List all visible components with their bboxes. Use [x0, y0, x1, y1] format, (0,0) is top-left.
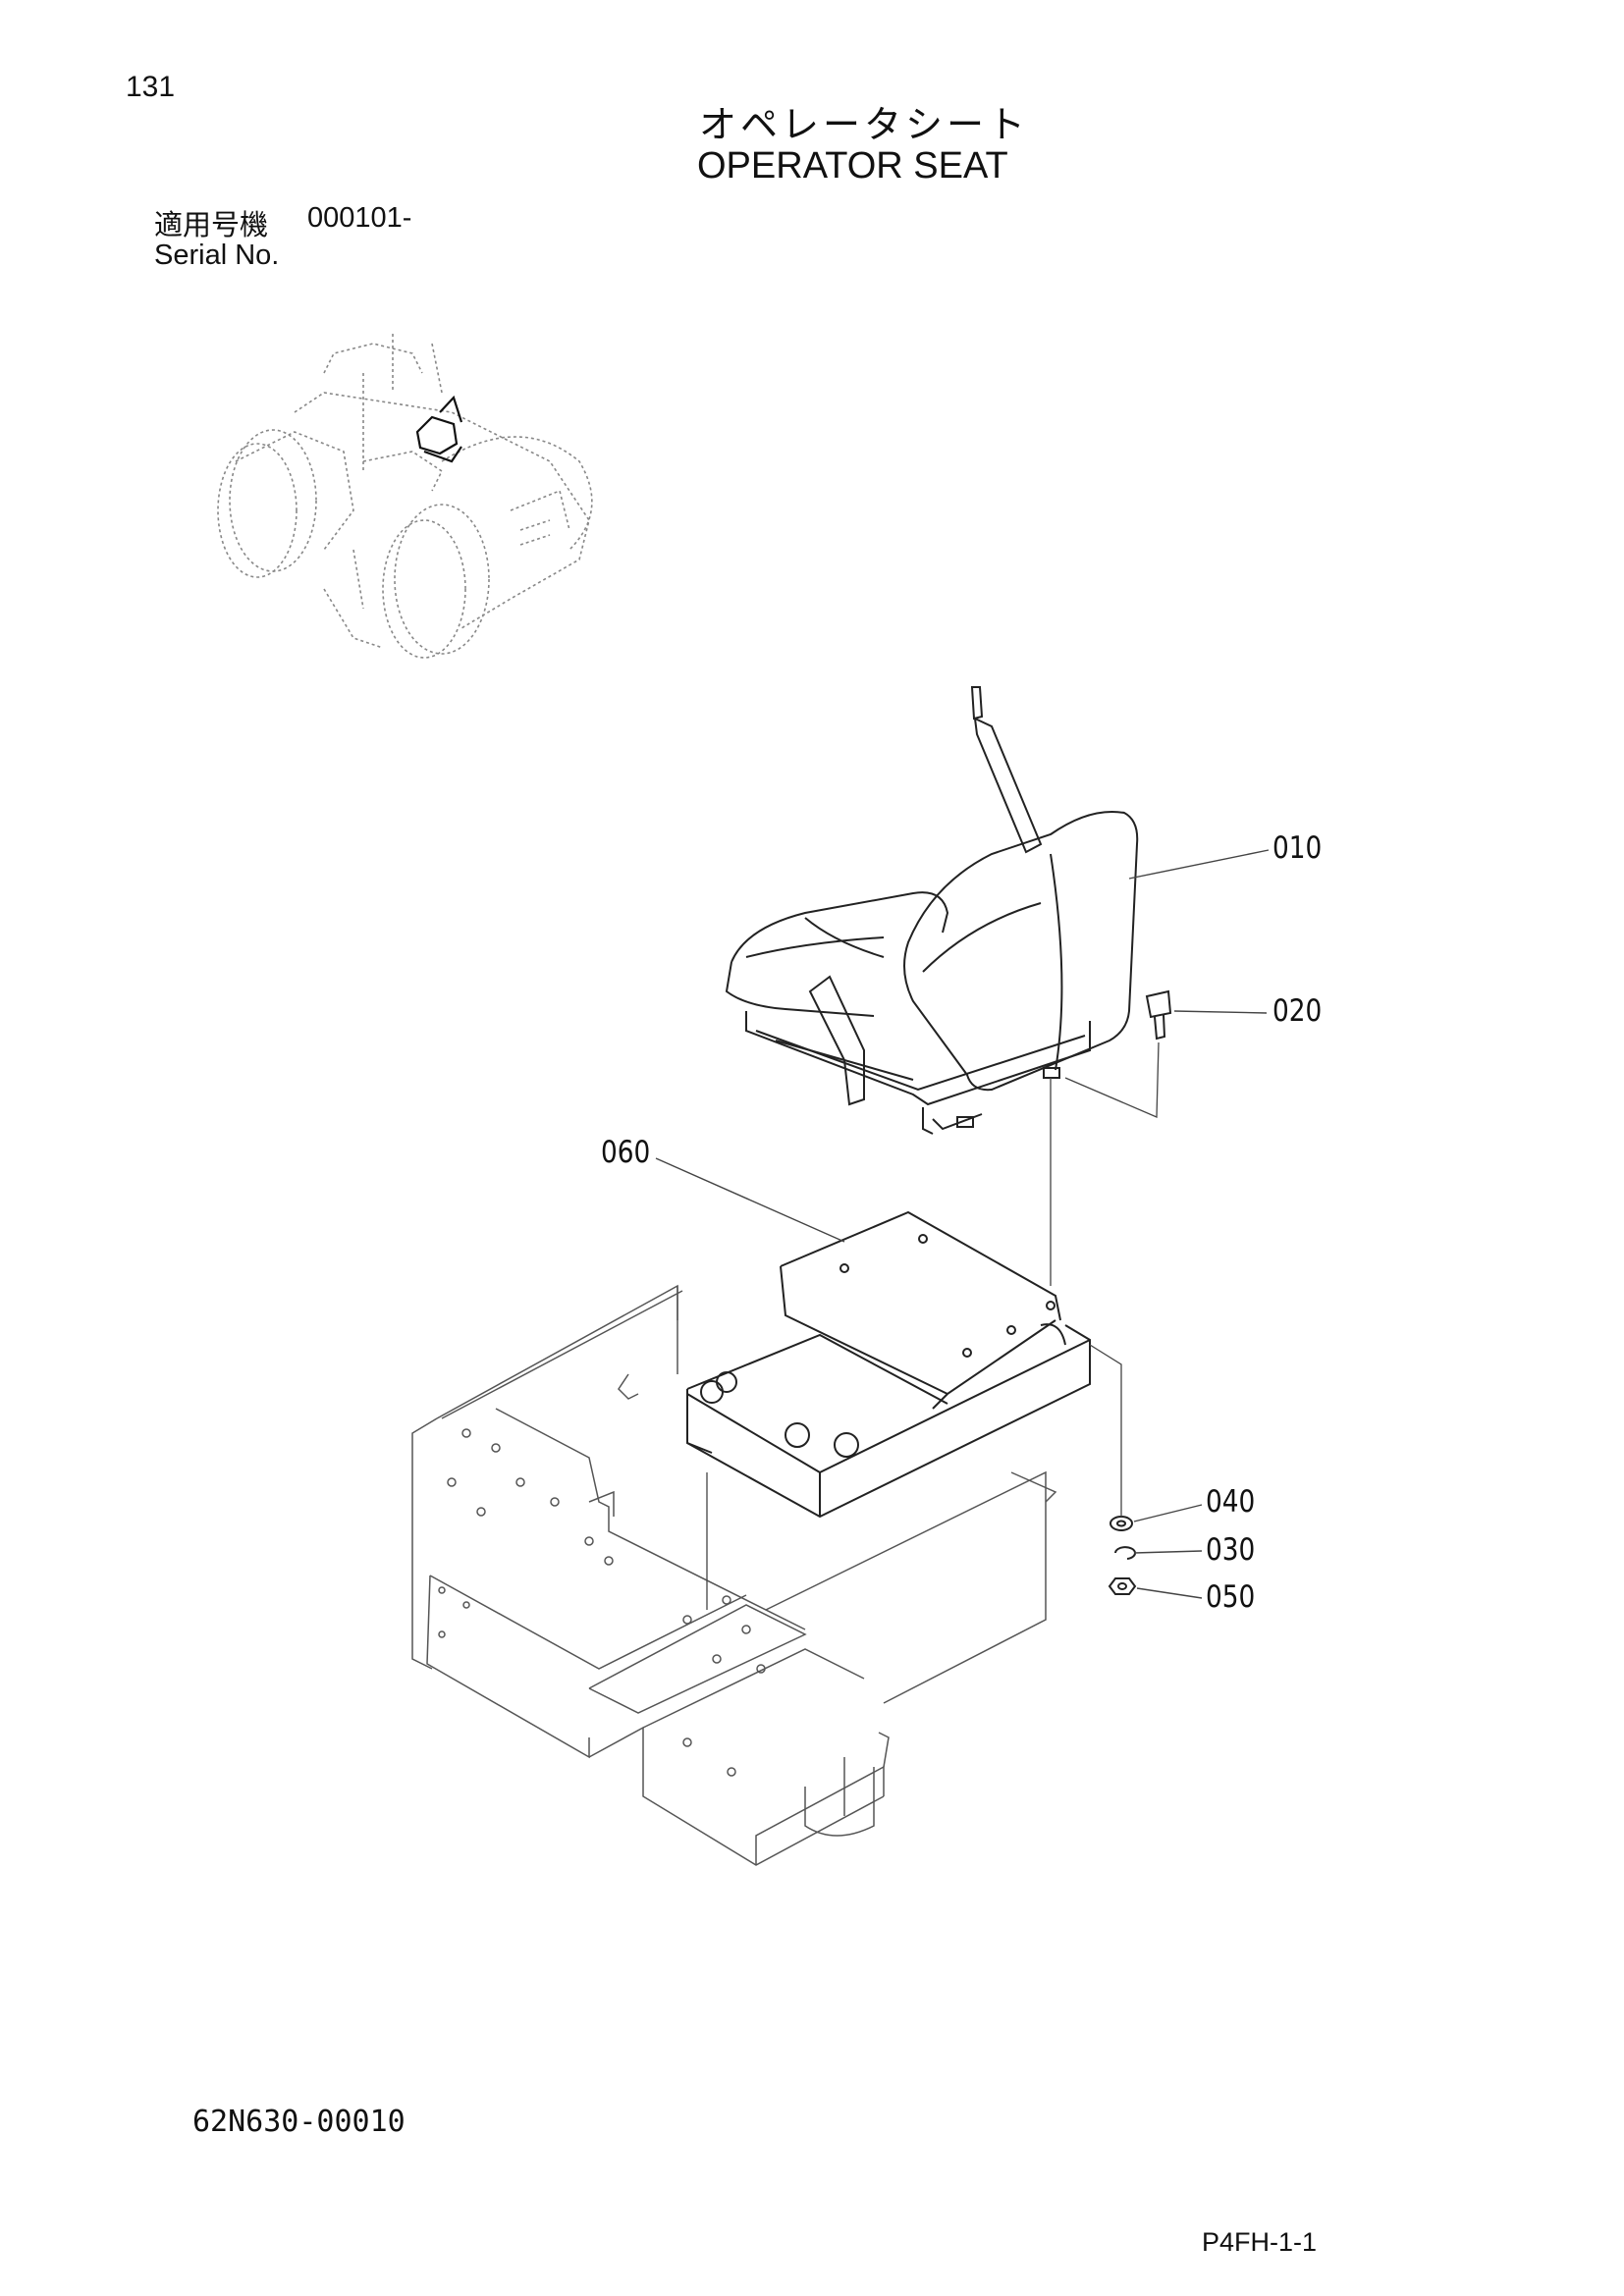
seat-stand-part	[686, 1210, 1091, 1519]
page-number: 131	[126, 71, 176, 103]
serial-label-japanese: 適用号機	[154, 210, 269, 241]
machine-overview-seat-highlight	[415, 395, 463, 463]
chassis-frame-reference	[411, 1284, 1057, 1866]
callout-lock-washer: 030	[1206, 1532, 1256, 1568]
serial-label-english: Serial No.	[154, 240, 280, 271]
nut-part	[1108, 1577, 1137, 1595]
callout-washer: 040	[1206, 1484, 1256, 1520]
callout-seat: 010	[1272, 830, 1323, 866]
callout-seat-stand: 060	[601, 1135, 651, 1170]
bolt-part	[1145, 989, 1172, 1041]
sheet-reference: P4FH-1-1	[1202, 2227, 1318, 2257]
assembly-alignment-lines	[706, 1041, 1160, 1610]
operator-seat-part	[725, 686, 1139, 1135]
callout-bolt: 020	[1272, 993, 1323, 1029]
serial-value: 000101-	[307, 202, 412, 234]
washer-part	[1110, 1516, 1133, 1531]
lock-washer-part	[1114, 1546, 1136, 1560]
title-japanese: オペレータシート	[699, 105, 1030, 146]
callout-nut: 050	[1206, 1579, 1256, 1615]
title-english: OPERATOR SEAT	[697, 145, 1008, 187]
drawing-number: 62N630-00010	[192, 2105, 406, 2139]
leader-lines	[655, 849, 1270, 1599]
machine-overview-sketch	[217, 334, 593, 659]
